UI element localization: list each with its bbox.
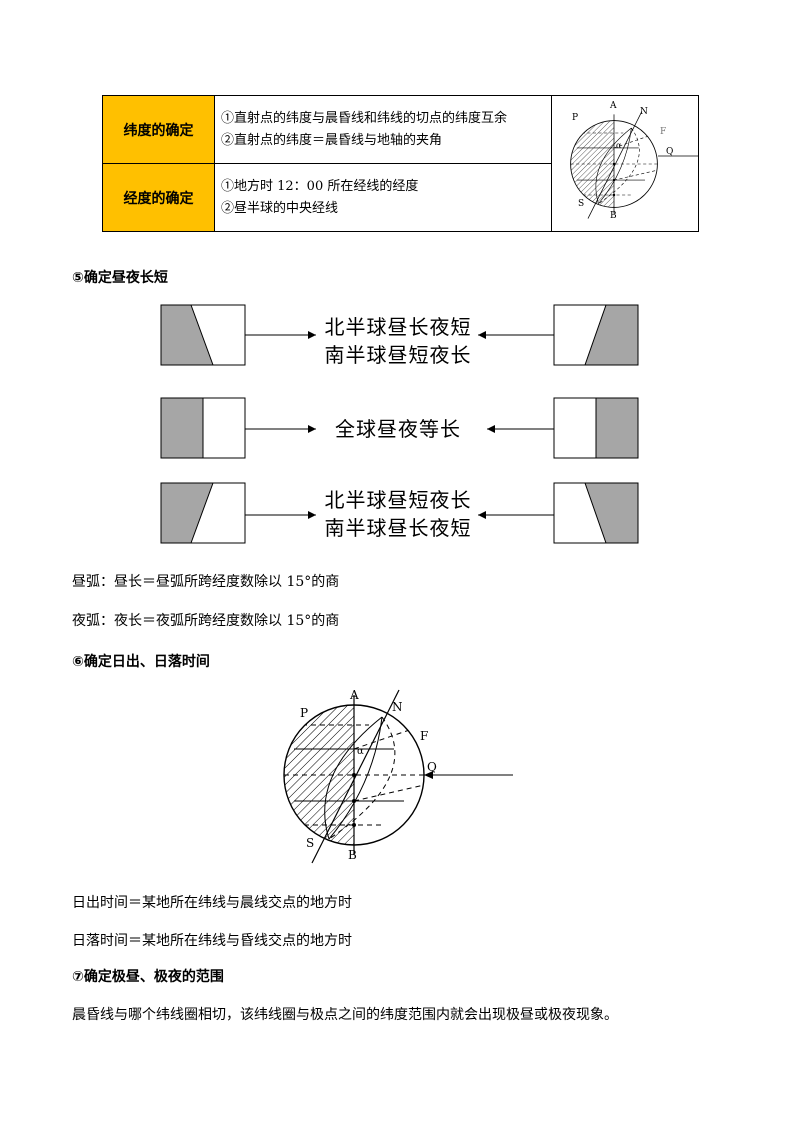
large-globe-diagram: A N F Q P S B α	[270, 688, 513, 865]
list-item: ②直射点的纬度＝晨昏线与地轴的夹角	[221, 132, 443, 148]
day-arc-text: 昼弧：昼长＝昼弧所跨经度数除以 15°的商	[72, 574, 340, 590]
label-n: N	[640, 107, 648, 117]
table-globe-figure: A N F Q P S B α	[551, 95, 699, 232]
label-p: P	[572, 113, 578, 123]
list-item: ①直射点的纬度与晨昏线和纬线的切点的纬度互余	[221, 110, 508, 126]
table-row: 纬度的确定 ①直射点的纬度与晨昏线和纬线的切点的纬度互余 ②直射点的纬度＝晨昏线…	[102, 95, 699, 232]
label-n: N	[392, 700, 403, 714]
row-items-longitude: ①地方时 12：00 所在经线的经度 ②昼半球的中央经线	[214, 163, 552, 232]
polar-text: 晨昏线与哪个纬线圈相切，该纬线圈与极点之间的纬度范围内就会出现极昼或极夜现象。	[72, 1007, 618, 1023]
label-s: S	[578, 199, 584, 209]
label-alpha: α	[357, 746, 364, 757]
list-item: ②昼半球的中央经线	[221, 200, 339, 216]
small-globe-diagram: A N F Q P S B α	[552, 101, 698, 221]
label-a: A	[349, 688, 359, 702]
label-s: S	[306, 836, 314, 850]
sunrise-text: 日出时间＝某地所在纬线与晨线交点的地方时	[72, 895, 352, 911]
section6-title: ⑥确定日出、日落时间	[72, 654, 210, 670]
row-head-longitude: 经度的确定	[102, 163, 215, 232]
night-arc-text: 夜弧：夜长＝夜弧所跨经度数除以 15°的商	[72, 613, 340, 629]
label-p: P	[300, 706, 308, 720]
result-north-short-day: 北半球昼短夜长 南半球昼长夜短	[324, 488, 472, 540]
result-north-long-day: 北半球昼长夜短 南半球昼短夜长	[324, 315, 472, 367]
row-items-latitude: ①直射点的纬度与晨昏线和纬线的切点的纬度互余 ②直射点的纬度＝晨昏线与地轴的夹角	[214, 95, 552, 164]
label-q: Q	[666, 147, 673, 157]
label-b: B	[610, 211, 617, 221]
section7-title: ⑦确定极昼、极夜的范围	[72, 969, 224, 985]
section5-title: ⑤确定昼夜长短	[72, 270, 168, 286]
info-table: 纬度的确定 ①直射点的纬度与晨昏线和纬线的切点的纬度互余 ②直射点的纬度＝晨昏线…	[102, 95, 699, 232]
label-a: A	[609, 101, 617, 111]
sunset-text: 日落时间＝某地所在纬线与昏线交点的地方时	[72, 933, 352, 949]
table-row: 经度的确定 ①地方时 12：00 所在经线的经度 ②昼半球的中央经线	[102, 163, 699, 232]
label-q: Q	[427, 760, 437, 774]
label-f: F	[420, 729, 428, 743]
label-f: F	[660, 127, 666, 137]
daylength-diagram	[160, 304, 639, 544]
label-b: B	[348, 848, 357, 862]
row-head-latitude: 纬度的确定	[102, 95, 215, 164]
label-alpha: α	[616, 141, 622, 150]
result-equal: 全球昼夜等长	[335, 417, 461, 441]
list-item: ①地方时 12：00 所在经线的经度	[221, 178, 419, 194]
